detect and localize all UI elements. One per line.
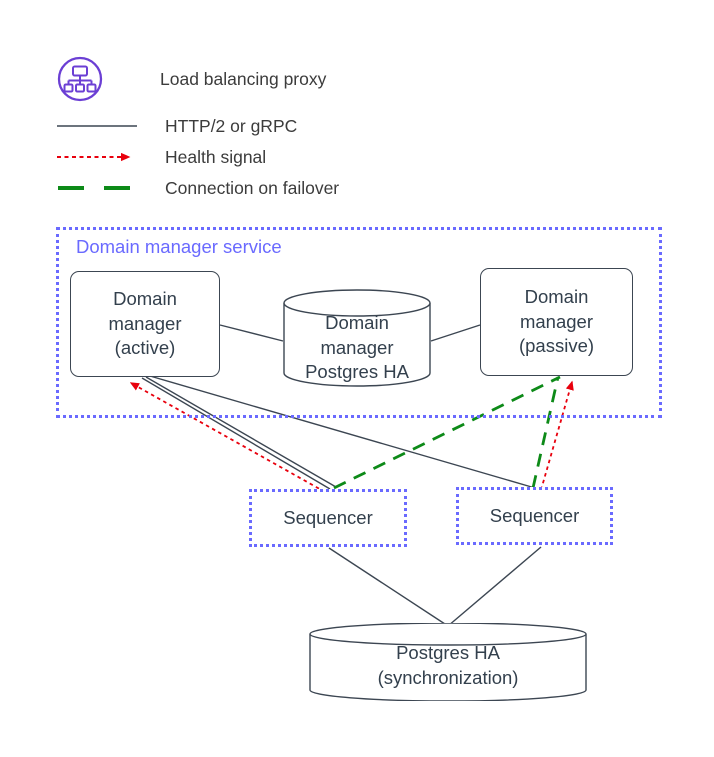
edge-seq-right-to-postgres-ha bbox=[447, 546, 542, 627]
edge-postgres-to-dm-passive bbox=[430, 324, 481, 342]
node-label-line: (passive) bbox=[518, 335, 595, 357]
node-domain-manager-postgres-ha[interactable]: Domain manager Postgres HA bbox=[283, 289, 431, 387]
node-domain-manager-active[interactable]: Domain manager (active) bbox=[70, 271, 220, 377]
domain-manager-service-group bbox=[56, 227, 662, 418]
node-domain-manager-passive[interactable]: Domain manager (passive) bbox=[480, 268, 633, 376]
edge-seq-left-health-to-active bbox=[129, 382, 326, 493]
node-sequencer-right[interactable]: Sequencer bbox=[456, 487, 613, 545]
cylinder-shape-icon bbox=[283, 289, 431, 387]
legend-label-load-balancing-proxy: Load balancing proxy bbox=[160, 68, 327, 89]
edge-seq-left-to-postgres-ha bbox=[328, 547, 449, 627]
edge-seq-left-to-dm-active-b bbox=[145, 376, 337, 488]
node-postgres-ha[interactable]: Postgres HA (synchronization) bbox=[309, 623, 587, 701]
node-label-line: (active) bbox=[114, 337, 176, 359]
solid-line-swatch-icon bbox=[57, 125, 137, 127]
legend-item-load-balancing-proxy: Load balancing proxy bbox=[57, 56, 326, 102]
edge-seq-right-failover-passive bbox=[531, 376, 560, 489]
node-label-line: manager bbox=[108, 312, 182, 334]
dashed-line-swatch-icon bbox=[58, 186, 137, 190]
legend-item-health-signal: Health signal bbox=[57, 146, 266, 168]
legend-item-http2-or-grpc: HTTP/2 or gRPC bbox=[57, 115, 297, 137]
cylinder-shape-icon bbox=[309, 623, 587, 701]
node-label-sequencer-left: Sequencer bbox=[283, 507, 373, 528]
load-balancing-proxy-icon bbox=[57, 56, 103, 102]
node-label-sequencer-right: Sequencer bbox=[489, 505, 580, 526]
node-sequencer-left[interactable]: Sequencer bbox=[249, 489, 407, 547]
dotted-arrow-swatch-icon bbox=[57, 152, 131, 162]
node-label-line: Domain bbox=[524, 286, 589, 308]
legend-label-health-signal: Health signal bbox=[165, 146, 267, 167]
domain-manager-service-title: Domain manager service bbox=[76, 236, 282, 257]
legend-label-http2-or-grpc: HTTP/2 or gRPC bbox=[165, 115, 298, 136]
legend-label-connection-on-failover: Connection on failover bbox=[165, 177, 340, 198]
node-label-line: Domain bbox=[113, 288, 177, 310]
legend-item-connection-on-failover: Connection on failover bbox=[57, 177, 339, 199]
node-label-line: manager bbox=[519, 310, 593, 332]
edge-seq-left-to-dm-active-a bbox=[141, 377, 331, 490]
edge-dm-active-to-postgres bbox=[219, 324, 284, 342]
edge-seq-right-health-to-passive bbox=[540, 380, 574, 491]
edge-seq-right-to-dm-active bbox=[149, 375, 536, 489]
edge-seq-left-failover-passive bbox=[333, 375, 561, 490]
